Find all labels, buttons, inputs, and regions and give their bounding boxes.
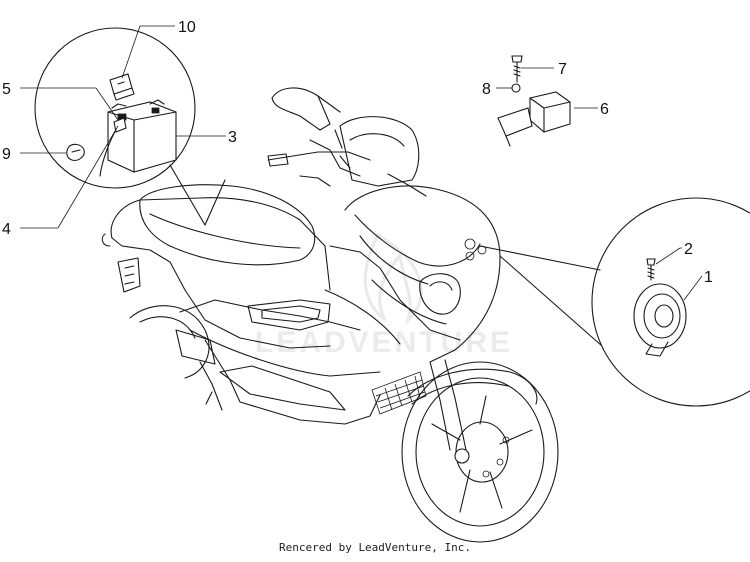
horn-detail-callout <box>479 197 750 407</box>
callout-7: 7 <box>558 61 567 78</box>
callout-numbers: 10 5 3 9 4 7 8 6 2 1 <box>2 19 713 286</box>
callout-9: 9 <box>2 146 11 163</box>
watermark-logo: LEADVENTURE <box>255 232 513 359</box>
callout-2: 2 <box>684 241 693 258</box>
leader-lines <box>20 25 703 301</box>
callout-5: 5 <box>2 81 11 98</box>
callout-1: 1 <box>704 269 713 286</box>
scooter-drawing <box>101 87 559 543</box>
callout-8: 8 <box>482 81 491 98</box>
callout-4: 4 <box>2 221 11 238</box>
watermark-text: LEADVENTURE <box>255 326 513 359</box>
footer-credit: Rencered by LeadVenture, Inc. <box>278 541 472 554</box>
callout-10: 10 <box>178 19 196 36</box>
relay-part <box>497 55 571 147</box>
callout-6: 6 <box>600 101 609 118</box>
battery-detail-callout <box>34 27 226 226</box>
callout-3: 3 <box>228 129 237 146</box>
